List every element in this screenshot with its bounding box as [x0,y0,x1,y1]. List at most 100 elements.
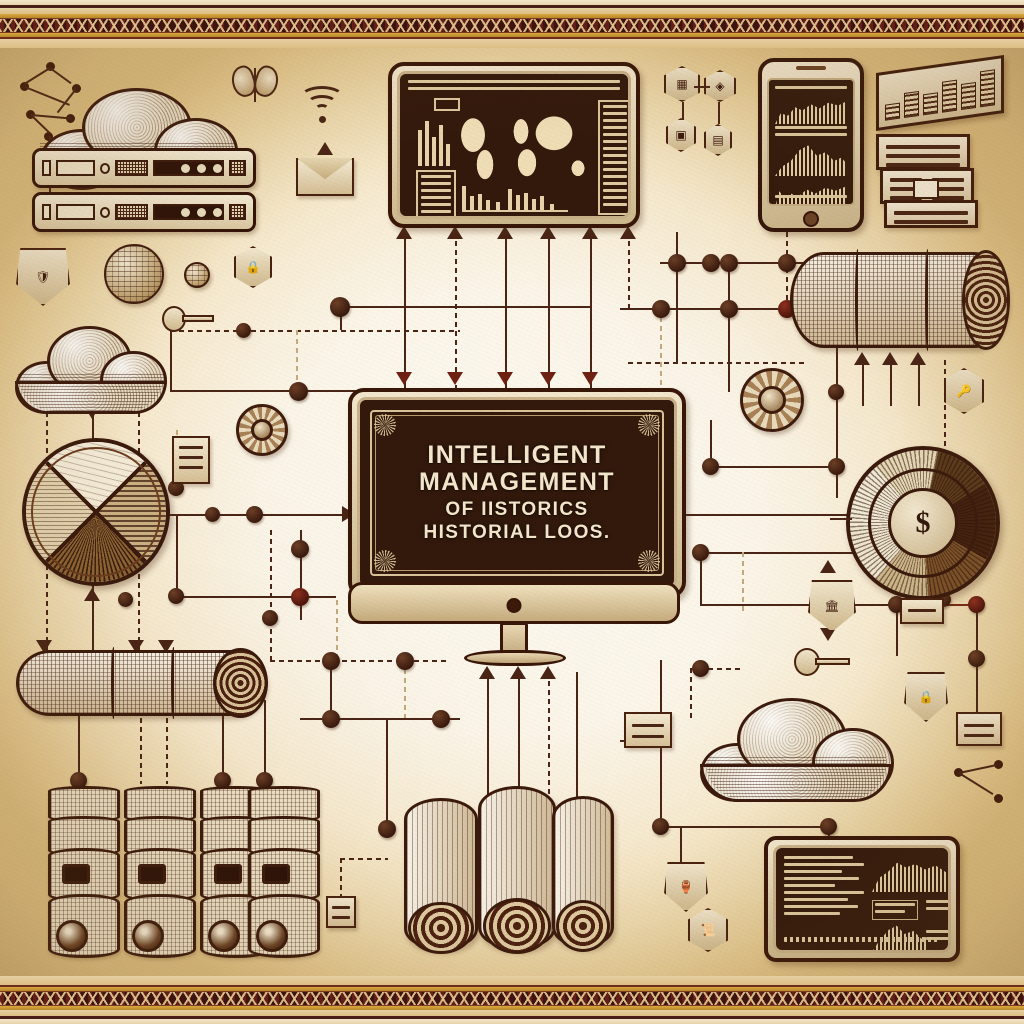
connector-node [702,458,719,475]
phone-panel-caption [775,195,847,202]
flow-edge [270,660,450,662]
flow-edge [386,718,388,828]
flow-edge [918,360,920,406]
page-description: Clouds, server racks, databases, scroll … [0,16,1,17]
connector-node [702,254,720,272]
document-chip-icon [900,598,944,624]
flow-edge [628,362,808,364]
connector-node [652,300,670,318]
connector-node [291,588,309,606]
document-chip-icon [624,712,672,748]
flow-edge [660,308,662,418]
flow-edge [590,232,592,408]
flow-edge [330,660,332,718]
status-light [99,162,111,174]
shield-lock-icon: 🔑 [944,368,984,414]
arrowhead-up [910,352,926,365]
arrowhead-down [396,372,412,385]
flow-edge [518,672,520,792]
smartphone[interactable] [758,58,864,232]
arrowhead-down [158,640,174,653]
connector-node [652,818,669,835]
dashboard-left-bar-chart [418,116,456,166]
db-status-window [138,864,166,884]
vent-mesh [115,203,149,221]
connector-node [256,772,273,789]
vent-mesh [229,159,246,177]
flow-edge [728,262,730,392]
connector-node [70,772,87,789]
globe-icon [104,244,164,304]
flow-edge [340,306,590,308]
arrowhead-up [820,560,836,573]
flow-edge [296,330,298,390]
connector-node [378,820,396,838]
database-cylinder [248,786,320,958]
flow-edge [548,232,550,408]
flow-edge [548,672,550,802]
wall-dashboard-monitor[interactable] [388,62,640,228]
phone-screen [767,78,855,206]
arrowhead-up [510,666,526,679]
flow-edge [628,232,630,312]
shield-badge-icon: 🛡 [16,248,70,306]
dashboard-header-bars [408,80,620,94]
db-status-window [62,864,90,884]
scroll-archive-bottom [478,786,556,954]
scroll-archive-bottom [404,798,478,954]
connector-node [322,652,340,670]
butterfly-icon [227,63,283,108]
border-bottom [0,976,1024,1024]
central-monitor-stand [348,582,686,672]
flow-edge [404,232,406,408]
corner-rosette-icon [638,414,660,436]
shield-lock-icon: 🔒 [904,672,948,722]
connector-node [168,588,184,604]
hexagon-network-icon: ▦ ◈ ▣ ▤ [664,66,740,176]
status-light [99,206,111,218]
connector-node [432,710,450,728]
barchart-document-icon [876,55,1004,131]
corner-rosette-icon [374,414,396,436]
phone-chart-3 [775,186,847,204]
connector-node [968,596,985,613]
flow-edge [686,514,856,516]
report-chart-top [872,862,946,892]
report-monitor[interactable] [764,836,960,962]
dashboard-screen [397,71,631,219]
rack-handle [42,159,52,177]
flow-edge [78,700,80,784]
flow-edge [170,330,172,392]
central-monitor[interactable]: INTELLIGENT MANAGEMENT OF IISTORICS HIST… [348,388,686,598]
report-right-text-lines [926,900,948,914]
flow-edge [505,232,507,408]
monitor-power-led [506,598,522,613]
phone-home-button[interactable] [803,211,819,227]
title-line-3: OF IISTORICS [445,498,589,520]
envelope-icon [296,158,354,196]
ornamental-inner-frame-2 [375,415,659,571]
document-chip-icon [326,896,356,928]
scroll-archive-left [16,647,268,719]
title-line-2: MANAGEMENT [419,467,615,496]
wifi-signal-icon [300,86,344,124]
db-status-window [262,864,290,884]
arrowhead-down [540,372,556,385]
flow-edge [336,600,338,660]
drive-bay [56,159,95,177]
flow-edge [300,718,460,720]
arrowhead-down [128,640,144,653]
arrowhead-up [540,666,556,679]
connector-node [246,506,263,523]
corner-rosette-icon [638,550,660,572]
compass-rose-icon [236,404,288,456]
cloud-source-left [12,322,170,414]
phone-panel-caption [775,86,847,93]
cloud-sink-bottom-right [698,696,894,802]
connector-node [828,384,844,400]
phone-speaker [796,66,826,70]
shield-lock-icon: 🔒 [234,246,272,288]
flow-edge [270,530,272,660]
shield-badge-icon: 🏛 [808,580,856,632]
connector-node [330,297,350,317]
